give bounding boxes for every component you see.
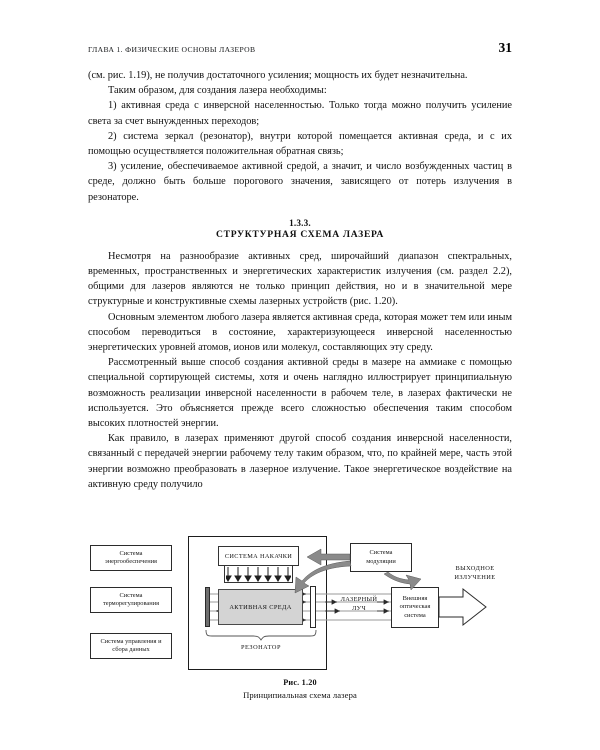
figure-caption-number: Рис. 1.20	[283, 678, 317, 687]
paragraph-4: 2) система зеркал (резонатор), внутри ко…	[88, 130, 512, 158]
paragraph-9: Как правило, в лазерах применяют другой …	[88, 433, 512, 490]
section-title: СТРУКТУРНАЯ СХЕМА ЛАЗЕРА	[215, 229, 384, 241]
paragraph-8: Рассмотренный выше способ создания актив…	[88, 357, 512, 430]
output-radiation-arrow-icon	[438, 587, 487, 627]
figure-caption-text: Принципиальная схема лазера	[243, 690, 357, 700]
chapter-title: ГЛАВА 1. ФИЗИЧЕСКИЕ ОСНОВЫ ЛАЗЕРОВ	[88, 45, 256, 54]
pump-system-box: СИСТЕМА НАКАЧКИ	[218, 546, 299, 566]
running-head: ГЛАВА 1. ФИЗИЧЕСКИЕ ОСНОВЫ ЛАЗЕРОВ 31	[88, 40, 513, 55]
body-text-column: (см. рис. 1.19), не получив достаточного…	[88, 68, 512, 492]
paragraph-7: Основным элементом любого лазера являетс…	[88, 311, 513, 354]
resonator-brace-icon	[205, 629, 317, 641]
paragraph-2: Таким образом, для создания лазера необх…	[108, 85, 327, 97]
arrow-modulation-to-medium	[294, 560, 352, 594]
active-medium-label: АКТИВНАЯ СРЕДА	[229, 603, 292, 611]
resonator-label: РЕЗОНАТОР	[241, 644, 281, 651]
paragraph-3: 1) активная среда с инверсной населеннос…	[88, 100, 512, 127]
pump-arrows-group	[226, 567, 291, 582]
pump-system-label: СИСТЕМА НАКАЧКИ	[224, 552, 293, 560]
arrow-modulation-to-optics	[383, 571, 422, 591]
section-heading: 1.3.3. СТРУКТУРНАЯ СХЕМА ЛАЗЕРА	[88, 218, 512, 241]
output-coupler-mirror	[310, 586, 316, 628]
rear-mirror	[205, 587, 210, 627]
paragraph-6: Несмотря на разнообразие активных сред, …	[88, 250, 512, 308]
page-number: 31	[498, 40, 513, 55]
section-number: 1.3.3.	[289, 217, 311, 228]
paragraph-1: (см. рис. 1.19), не получив достаточного…	[88, 70, 468, 81]
thick-arrows-layer	[294, 548, 487, 627]
figure-caption: Рис. 1.20 Принципиальная схема лазера	[88, 677, 512, 701]
active-medium-box: АКТИВНАЯ СРЕДА	[218, 589, 303, 625]
paragraph-5: 3) усиление, обеспечиваемое активной сре…	[88, 161, 512, 203]
arrow-modulation-to-pump	[306, 548, 351, 566]
pump-down-arrows-icon	[226, 567, 291, 582]
